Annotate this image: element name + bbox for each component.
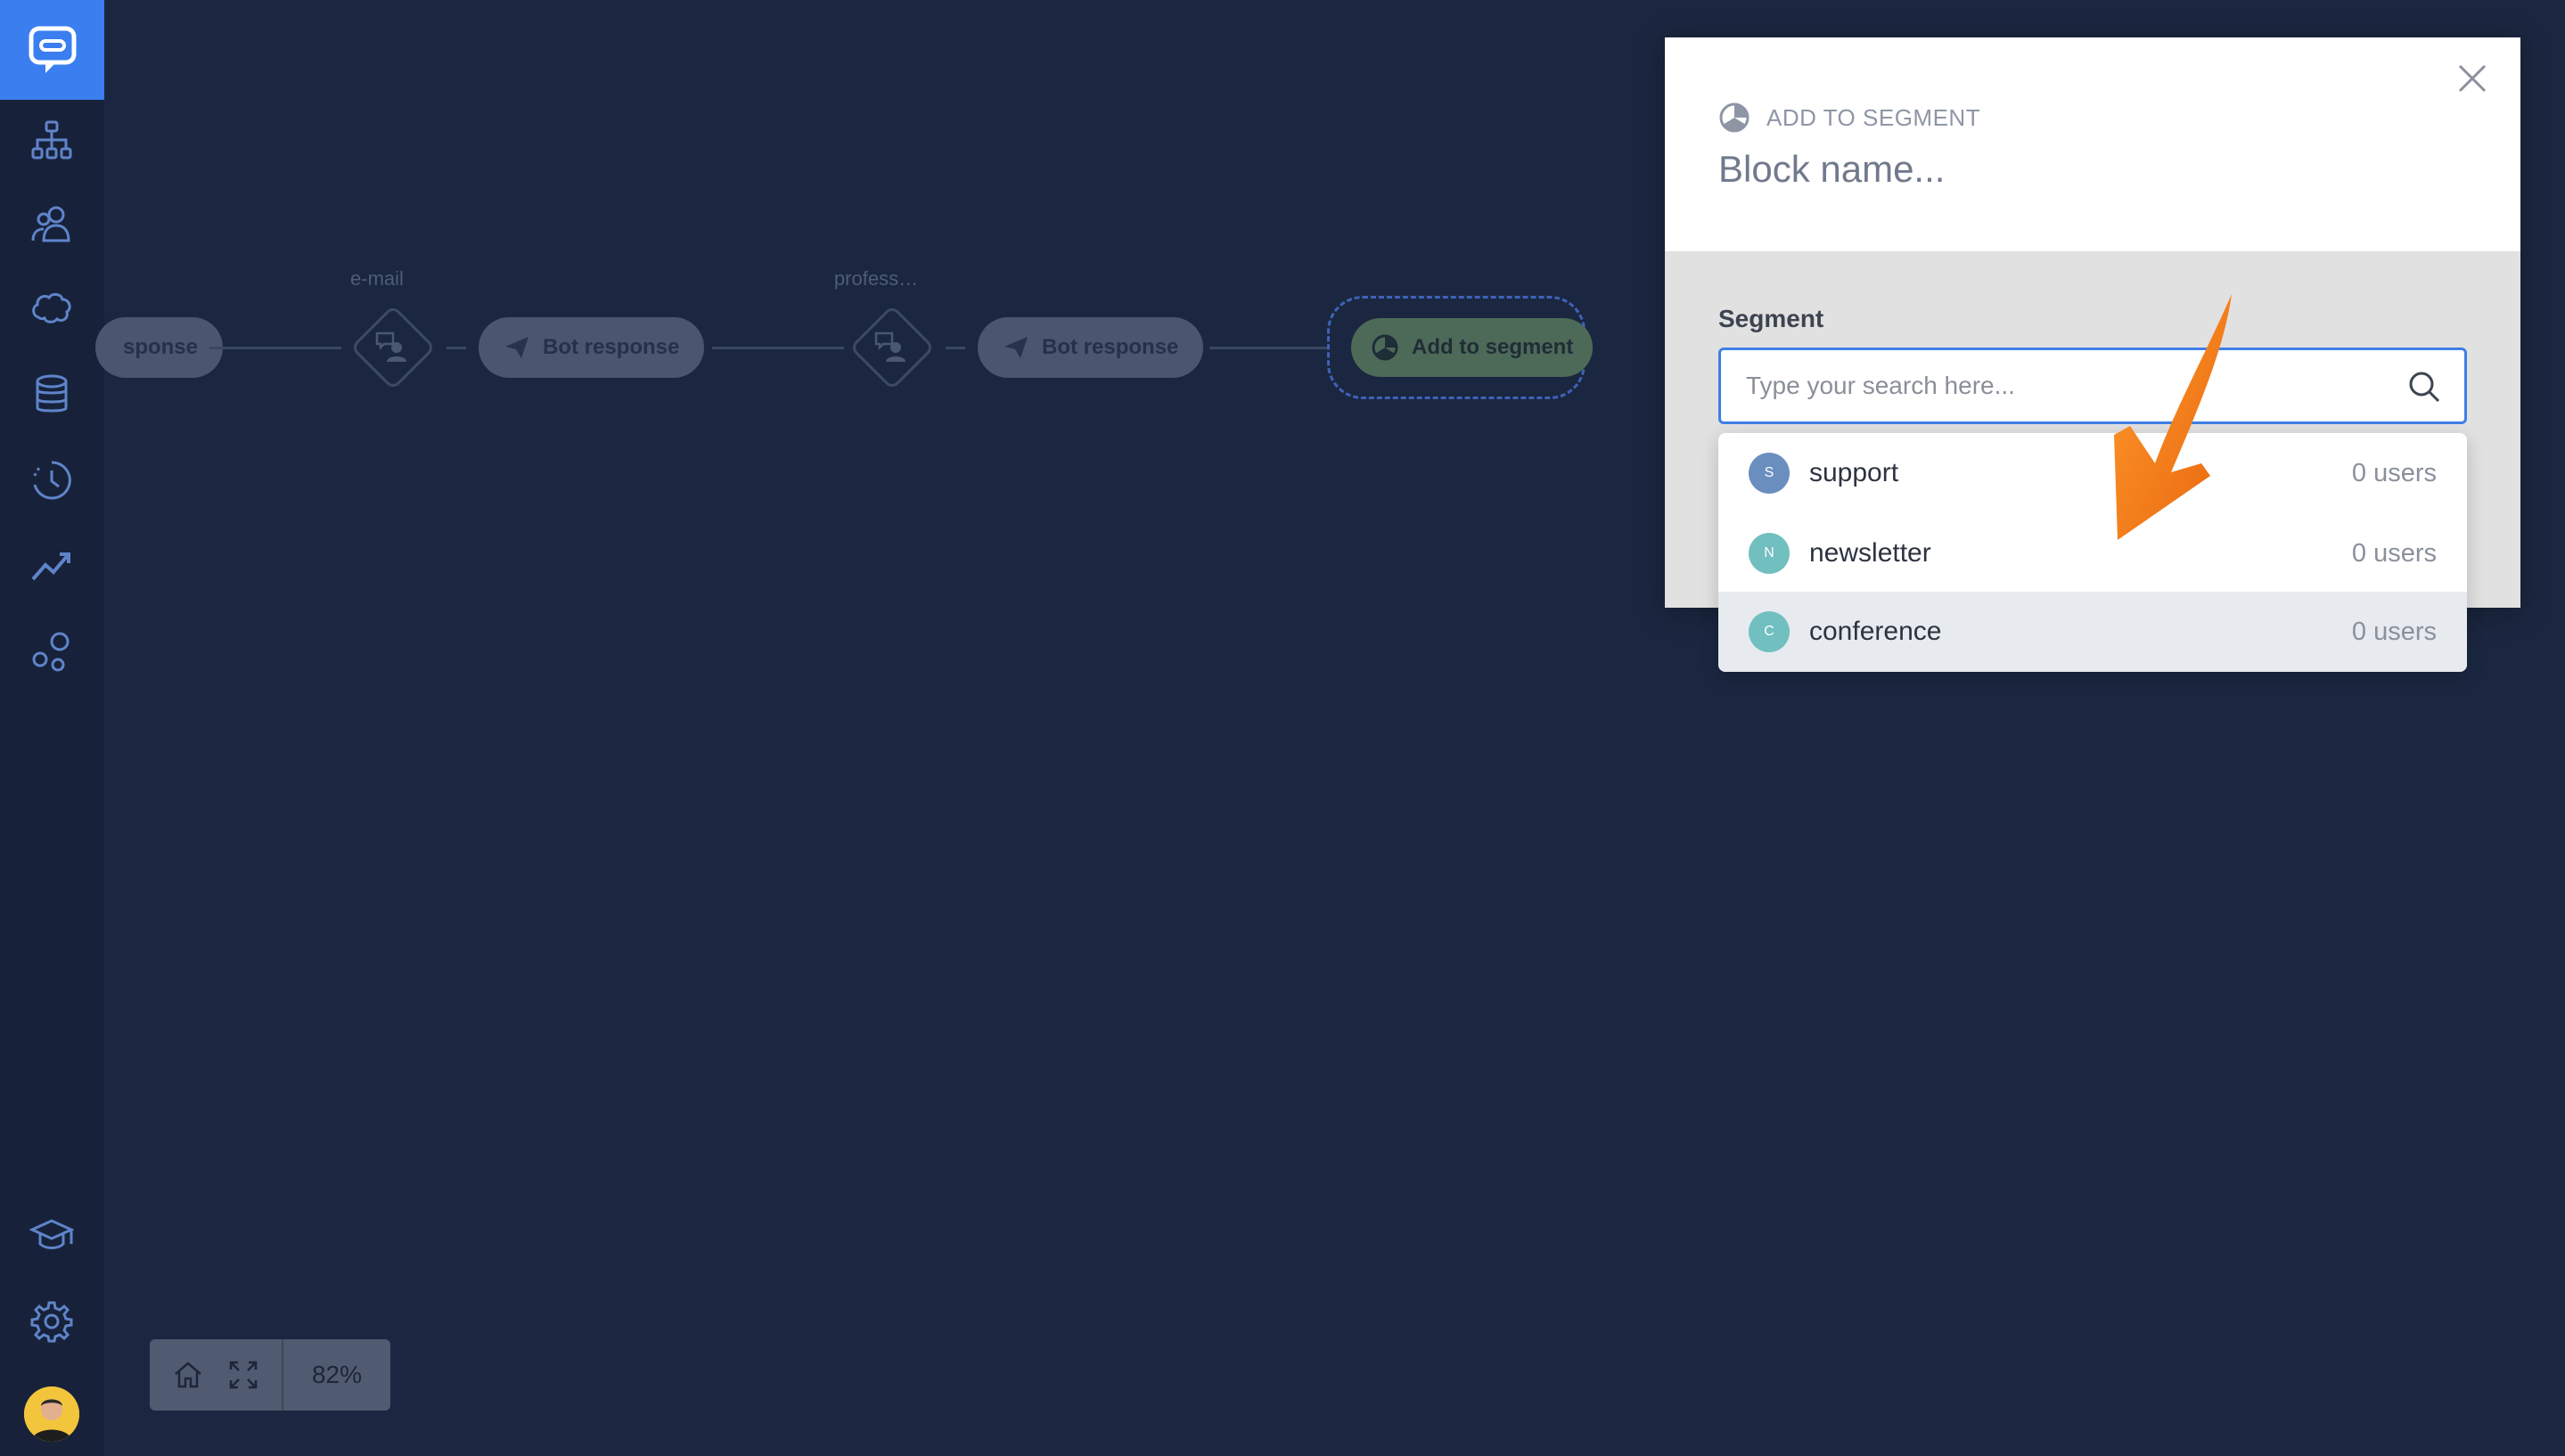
chat-logo-icon[interactable] bbox=[0, 0, 104, 100]
user-input-node[interactable] bbox=[848, 304, 936, 391]
bot-response-node-partial[interactable]: sponse bbox=[95, 317, 223, 378]
panel-header: ADD TO SEGMENT bbox=[1665, 37, 2520, 251]
brain-icon[interactable] bbox=[26, 283, 78, 335]
flow-icon[interactable] bbox=[26, 114, 78, 166]
bot-response-node[interactable]: Bot response bbox=[978, 317, 1204, 378]
zoom-control: 82% bbox=[150, 1339, 390, 1411]
send-icon bbox=[505, 337, 529, 358]
segment-user-count: 0 users bbox=[2351, 458, 2437, 487]
node-label: Bot response bbox=[1042, 335, 1179, 359]
zoom-level: 82% bbox=[311, 1361, 363, 1388]
segment-search-field[interactable] bbox=[1718, 348, 2467, 424]
close-icon[interactable] bbox=[2454, 61, 2490, 96]
segment-option-newsletter[interactable]: N newsletter 0 users bbox=[1718, 513, 2467, 593]
segment-icon bbox=[1372, 334, 1398, 361]
segment-avatar: C bbox=[1749, 611, 1790, 652]
user-input-node[interactable] bbox=[349, 304, 437, 391]
segment-icon bbox=[1719, 102, 1750, 133]
node-label: Bot response bbox=[543, 335, 680, 359]
segment-label: Segment bbox=[1718, 305, 1824, 332]
search-icon[interactable] bbox=[2407, 370, 2441, 404]
segment-dropdown: S support 0 users N newsletter 0 users C… bbox=[1718, 433, 2467, 672]
add-to-segment-panel: ADD TO SEGMENT Segment bbox=[1665, 37, 2520, 608]
connector bbox=[946, 347, 965, 349]
block-name-input[interactable] bbox=[1718, 143, 2431, 196]
home-icon[interactable] bbox=[160, 1339, 216, 1411]
connector bbox=[712, 347, 844, 349]
segment-search-input[interactable] bbox=[1746, 350, 2388, 421]
users-icon[interactable] bbox=[26, 198, 78, 249]
connector bbox=[209, 347, 341, 349]
add-to-segment-node[interactable]: Add to segment bbox=[1327, 296, 1594, 399]
panel-type: ADD TO SEGMENT bbox=[1718, 102, 1980, 134]
flow-canvas: sponse e-mail Bot response profess… bbox=[95, 267, 1619, 446]
segment-option-support[interactable]: S support 0 users bbox=[1718, 433, 2467, 513]
database-icon[interactable] bbox=[26, 369, 78, 421]
node-label: sponse bbox=[122, 335, 198, 359]
send-icon bbox=[1004, 337, 1028, 358]
divider bbox=[282, 1339, 283, 1411]
sidebar bbox=[0, 0, 104, 1456]
integrations-icon[interactable] bbox=[26, 626, 78, 677]
segment-name: newsletter bbox=[1809, 538, 1931, 568]
segment-user-count: 0 users bbox=[2351, 538, 2437, 568]
segment-name: support bbox=[1809, 458, 1899, 487]
segment-avatar: N bbox=[1749, 533, 1790, 574]
bot-response-node[interactable]: Bot response bbox=[479, 317, 705, 378]
fit-screen-icon[interactable] bbox=[216, 1339, 271, 1411]
history-icon[interactable] bbox=[26, 454, 78, 506]
connector bbox=[447, 347, 466, 349]
settings-icon[interactable] bbox=[26, 1296, 78, 1347]
condition-label: profess… bbox=[833, 267, 919, 290]
segment-option-conference[interactable]: C conference 0 users bbox=[1718, 592, 2467, 672]
academy-icon[interactable] bbox=[26, 1210, 78, 1262]
user-input-icon bbox=[874, 331, 906, 362]
condition-label: e-mail bbox=[350, 267, 404, 290]
segment-name: conference bbox=[1809, 617, 1942, 646]
connector bbox=[1209, 347, 1329, 349]
user-input-icon bbox=[375, 331, 406, 362]
segment-user-count: 0 users bbox=[2351, 617, 2437, 646]
node-label: Add to segment bbox=[1412, 335, 1574, 359]
analytics-icon[interactable] bbox=[26, 540, 78, 592]
avatar[interactable] bbox=[24, 1386, 79, 1442]
panel-type-label: ADD TO SEGMENT bbox=[1766, 103, 1981, 131]
segment-avatar: S bbox=[1749, 453, 1790, 494]
